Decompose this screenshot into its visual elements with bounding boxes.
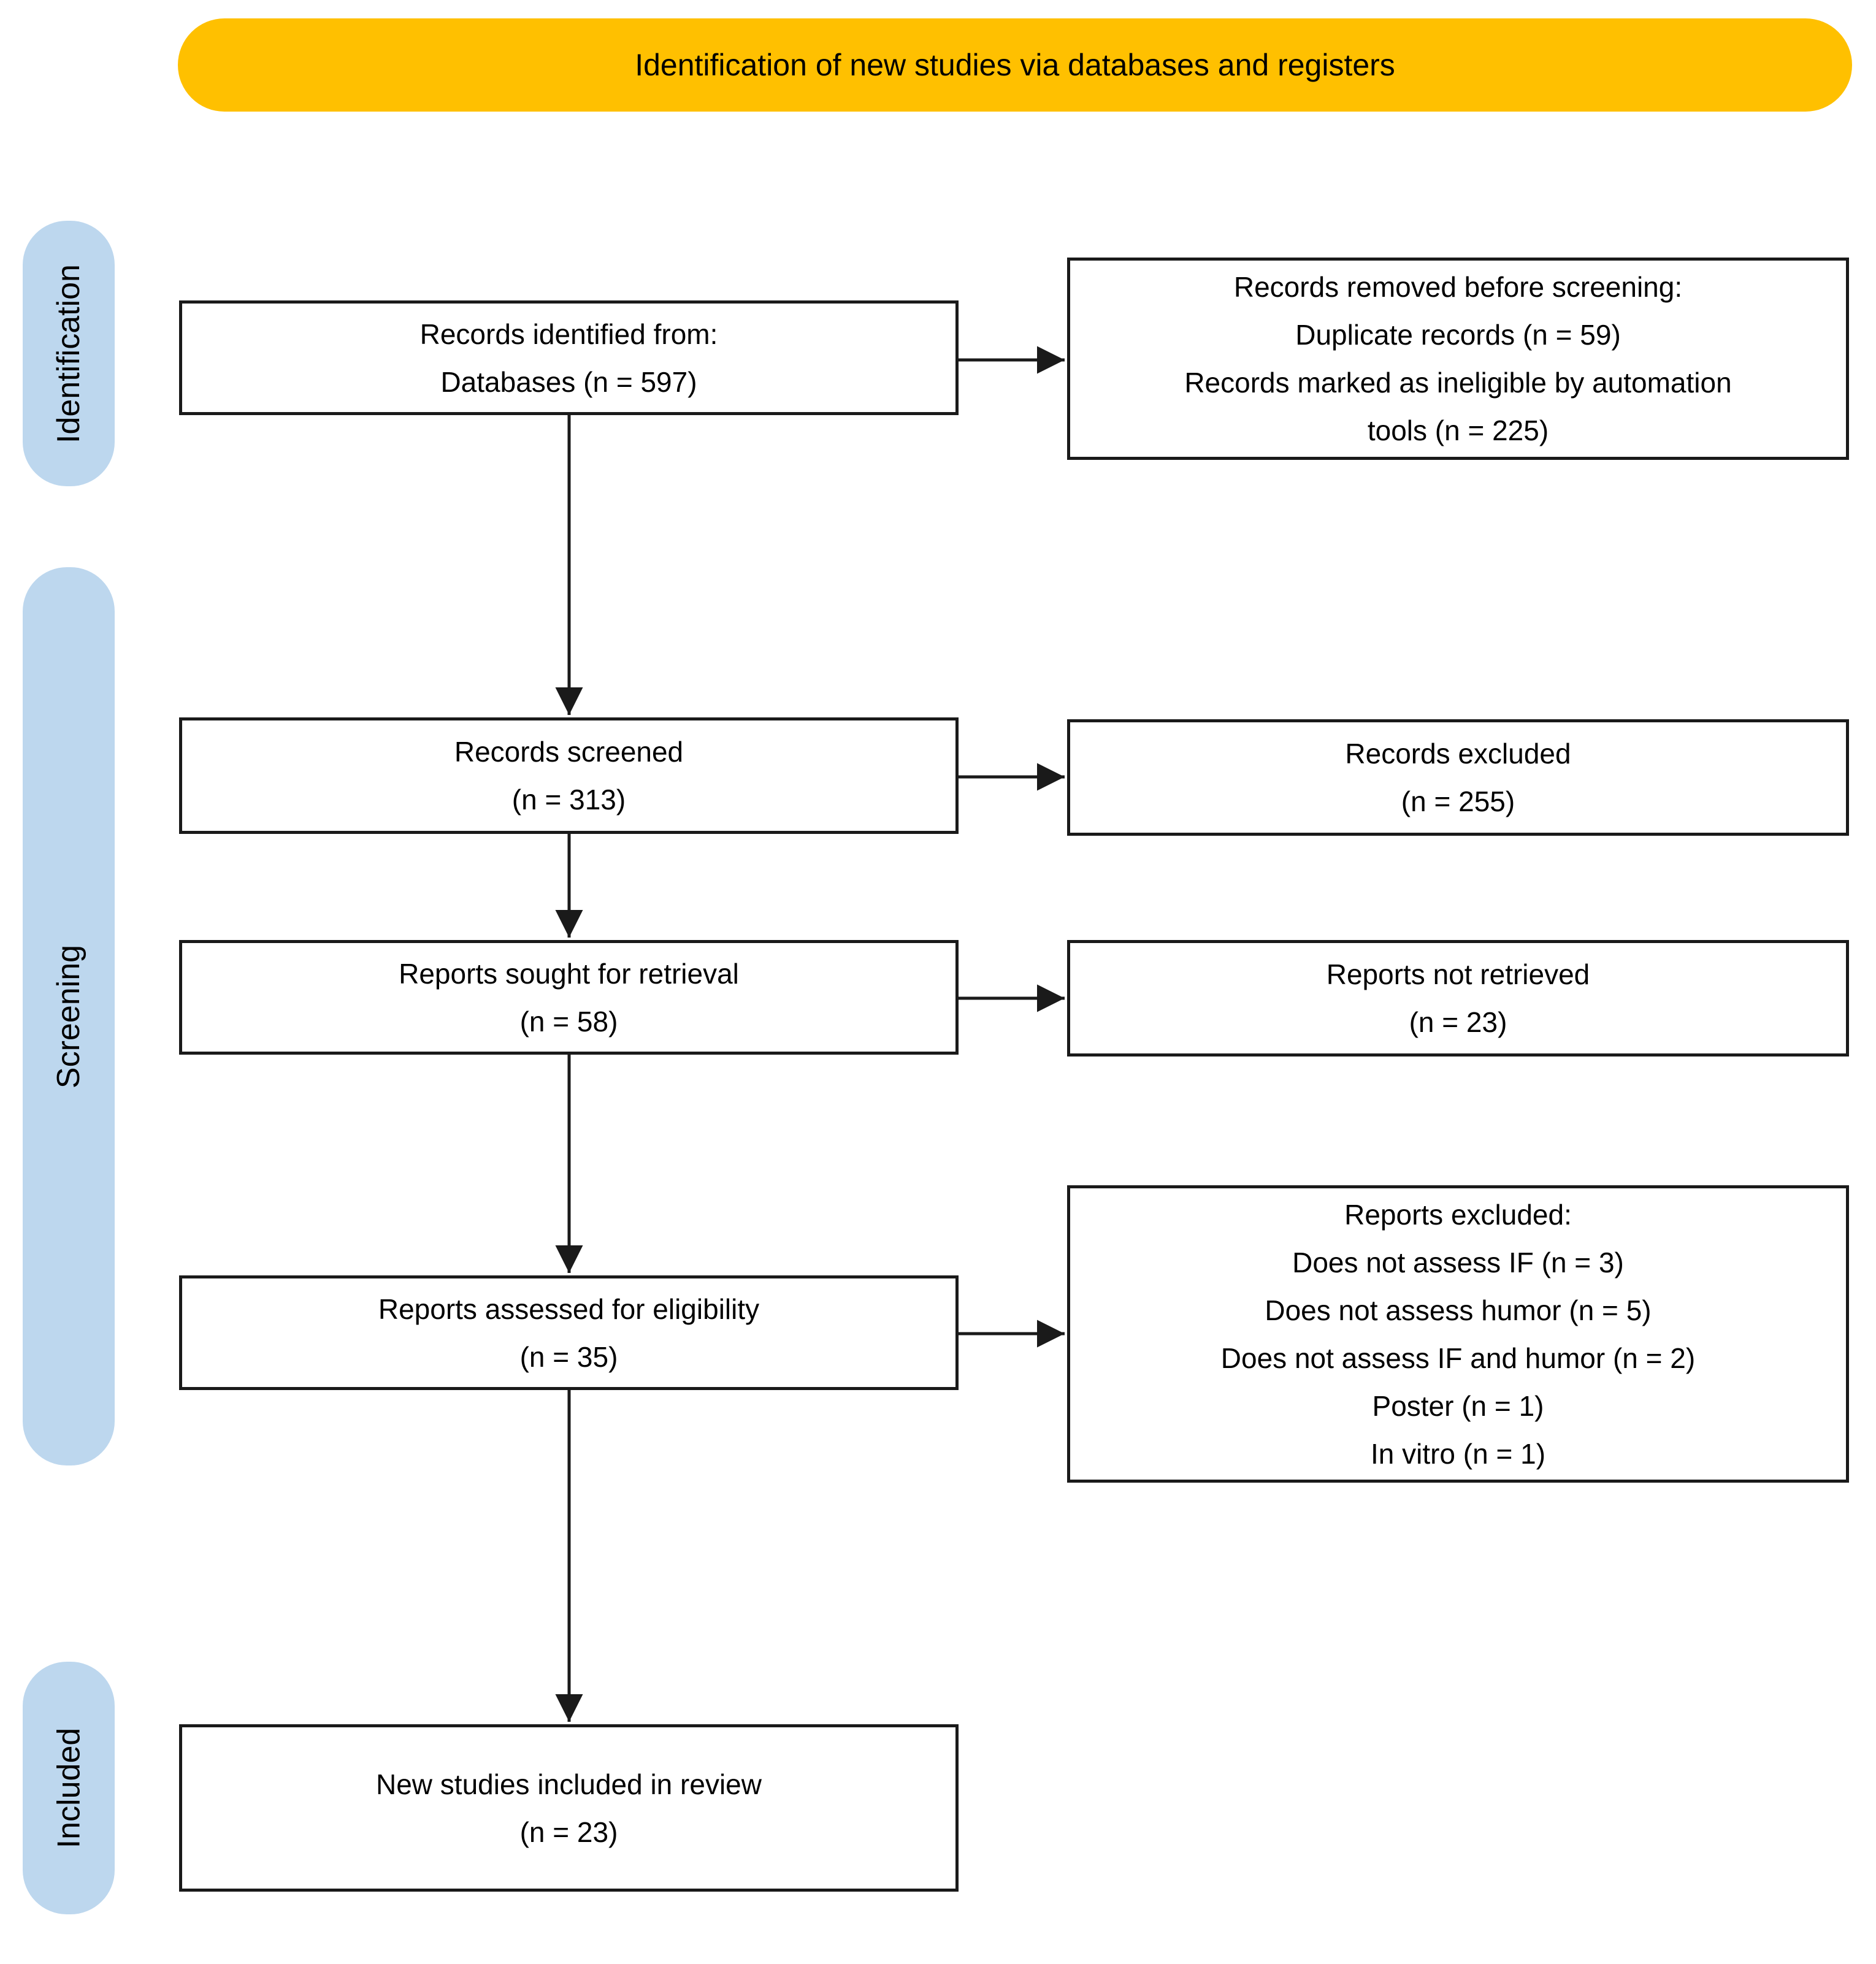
box-text-line: Records removed before screening:: [1233, 271, 1683, 303]
box-text-line: Records marked as ineligible by automati…: [1184, 367, 1732, 399]
box-records-identified: Records identified from: Databases (n = 5…: [179, 300, 959, 415]
box-text-line: Reports not retrieved: [1326, 958, 1590, 990]
box-text-line: In vitro (n = 1): [1370, 1437, 1546, 1470]
box-text-line: Reports sought for retrieval: [399, 957, 739, 990]
box-text-line: Poster (n = 1): [1372, 1389, 1544, 1422]
box-text-line: (n = 23): [1409, 1006, 1507, 1038]
box-text-line: Reports excluded:: [1344, 1198, 1572, 1231]
box-reports-sought-for-retrieval: Reports sought for retrieval (n = 58): [179, 940, 959, 1055]
box-text-line: tools (n = 225): [1367, 415, 1549, 446]
box-reports-not-retrieved: Reports not retrieved (n = 23): [1067, 940, 1849, 1057]
box-text-line: Does not assess IF (n = 3): [1292, 1246, 1624, 1278]
box-new-studies-included: New studies included in review (n = 23): [179, 1724, 959, 1892]
box-records-removed-before-screening: Records removed before screening: Duplica…: [1067, 258, 1849, 460]
stage-label-identification-text: Identification: [51, 264, 86, 443]
stage-label-identification: Identification: [23, 221, 115, 486]
box-text-line: Records screened: [454, 736, 684, 768]
box-text-line: (n = 58): [519, 1005, 618, 1037]
box-text-line: Does not assess humor (n = 5): [1265, 1294, 1652, 1326]
box-text-line: New studies included in review: [376, 1768, 762, 1800]
box-text-line: Records excluded: [1345, 738, 1571, 770]
box-text-line: Duplicate records (n = 59): [1295, 319, 1621, 351]
box-records-excluded: Records excluded (n = 255): [1067, 719, 1849, 836]
stage-label-screening-text: Screening: [51, 944, 86, 1088]
box-text-line: (n = 35): [519, 1340, 618, 1373]
box-text-line: Does not assess IF and humor (n = 2): [1220, 1342, 1696, 1374]
stage-label-screening: Screening: [23, 567, 115, 1465]
stage-label-included-text: Included: [51, 1727, 87, 1849]
box-text-line: (n = 255): [1401, 785, 1515, 817]
box-text-line: (n = 313): [511, 784, 626, 816]
box-text-line: Databases (n = 597): [440, 365, 697, 398]
stage-label-included: Included: [23, 1662, 115, 1914]
box-text-line: (n = 23): [519, 1816, 618, 1848]
box-text-line: Reports assessed for eligibility: [378, 1293, 760, 1325]
box-text-line: Records identified from:: [419, 318, 718, 350]
box-reports-excluded: Reports excluded: Does not assess IF (n =…: [1067, 1185, 1849, 1483]
box-records-screened: Records screened (n = 313): [179, 717, 959, 834]
box-reports-assessed-for-eligibility: Reports assessed for eligibility (n = 35): [179, 1275, 959, 1390]
banner-title: Identification of new studies via databa…: [178, 18, 1852, 112]
